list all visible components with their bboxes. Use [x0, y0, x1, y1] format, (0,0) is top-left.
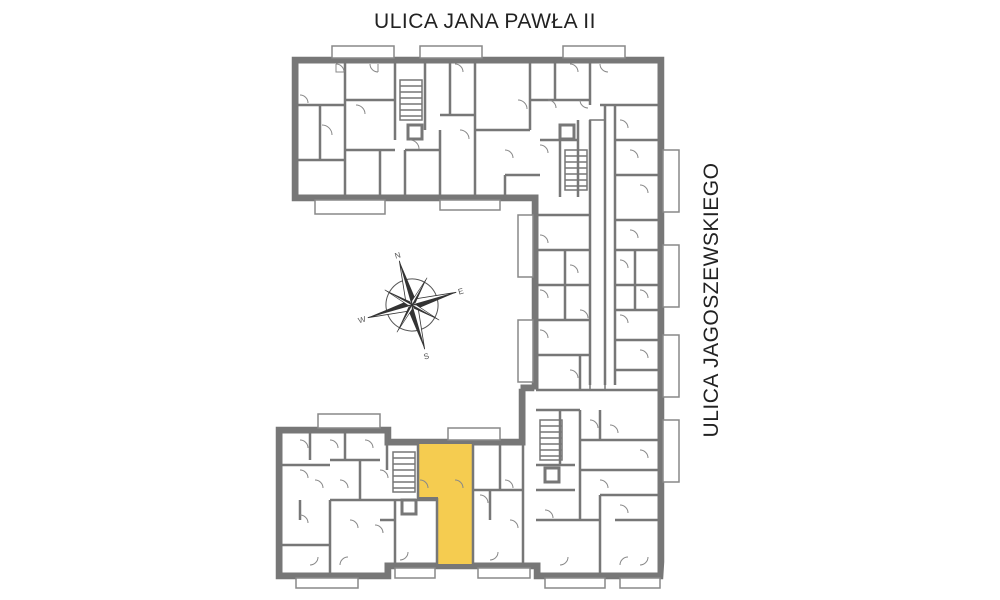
balcony	[662, 149, 680, 213]
balcony	[317, 413, 381, 429]
stairwell	[539, 419, 563, 484]
door-swings	[299, 63, 649, 566]
stairwell	[558, 123, 588, 191]
balcony	[662, 244, 680, 308]
balcony	[331, 45, 395, 59]
balcony	[447, 427, 501, 441]
balcony	[517, 319, 534, 383]
balcony	[662, 334, 680, 398]
corridor	[589, 119, 606, 391]
compass-rose: N E S W	[357, 250, 465, 361]
balcony	[562, 45, 626, 59]
highlighted-apartment[interactable]	[417, 442, 474, 566]
compass-west: W	[357, 314, 367, 325]
balcony	[295, 577, 359, 589]
compass-east: E	[457, 286, 465, 296]
compass-south: S	[423, 351, 431, 361]
balcony	[439, 199, 501, 211]
balcony	[477, 567, 531, 579]
outer-wall-thick	[277, 58, 663, 578]
balcony	[419, 45, 483, 59]
compass-north: N	[394, 250, 402, 260]
balcony	[517, 214, 534, 278]
balcony	[394, 567, 436, 579]
balcony	[314, 199, 386, 215]
stairwell	[399, 79, 424, 141]
balcony	[662, 419, 680, 483]
balcony	[619, 577, 661, 589]
balcony	[544, 577, 606, 589]
street-label-top: ULICA JANA PAWŁA II	[374, 10, 596, 33]
stairwell	[392, 451, 418, 516]
